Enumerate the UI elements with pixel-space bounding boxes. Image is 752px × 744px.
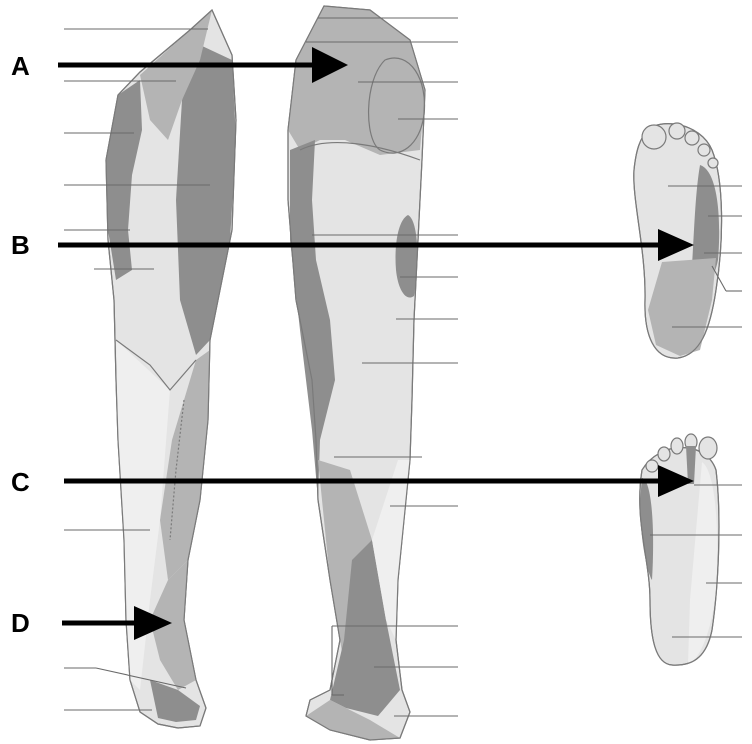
arrow-b-label: B xyxy=(11,230,30,260)
arrow-c-label: C xyxy=(11,467,30,497)
posterior-gluteal-circle-zone xyxy=(369,58,425,153)
plantar-foot-lower xyxy=(640,434,719,665)
arrow-a-label: A xyxy=(11,51,30,81)
arrow-d-label: D xyxy=(11,608,30,638)
anterior-leg xyxy=(106,10,236,728)
posterior-leg xyxy=(288,6,425,740)
